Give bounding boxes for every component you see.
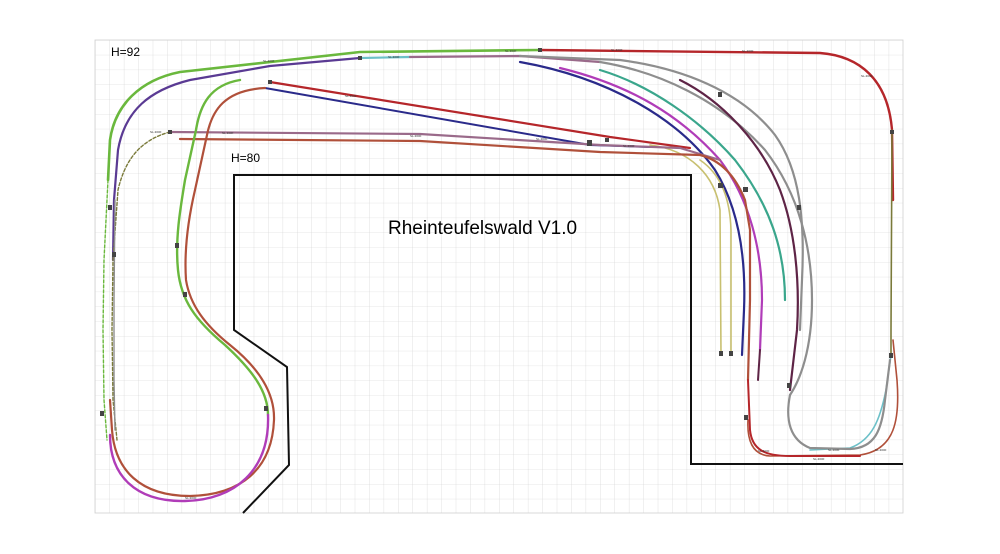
turnout-marker [890,130,894,134]
segment-tag: SL-300F [828,448,840,452]
turnout-marker [108,205,112,210]
segment-tag: SL-300F [222,131,234,135]
turnout-marker [605,138,609,142]
turnout-marker [112,252,116,257]
track-layer [102,48,899,503]
track-gray-bottom-right [787,358,892,451]
turnout-marker [787,383,791,388]
layout-title: Rheinteufelswald V1.0 [388,218,577,239]
segment-tag: SL-300F [150,130,162,134]
level-label-upper: H=92 [111,45,140,59]
segment-tag: SL-300F [861,74,873,78]
segment-tag: SL-300F [875,448,887,452]
track-brown-right-curve [747,339,899,457]
track-brown-inner-loop [108,86,276,498]
turnout-marker [743,187,748,192]
turnout-marker [889,353,893,358]
track-purple-outer [111,56,362,262]
segment-tags: SL-300F SL-300F SL-300F SL-300F SL-300F … [150,48,887,500]
track-wine-arc [678,78,799,392]
track-green-left-vertical [102,179,109,441]
turnout-marker [587,140,592,146]
turnout-marker [268,80,272,84]
segment-tag: SL-300F [742,49,754,53]
segment-tag: SL-300F [388,55,400,59]
segment-tag: SL-300F [611,48,623,52]
track-navy-arc [518,60,746,357]
turnout-marker [729,351,733,356]
level-label-lower: H=80 [231,151,260,165]
turnout-marker [744,415,748,420]
room-outline [233,174,903,514]
turnout-marker [183,292,187,297]
turnout-marker [797,205,801,210]
turnout-marker [168,130,172,134]
track-gray-top-arc [518,54,804,332]
turnout-marker [264,406,268,411]
track-green-outer-top [106,48,542,182]
segment-tag: SL-300F [813,457,825,461]
turnout-marker [538,48,542,52]
segment-tag: SL-300F [263,59,275,63]
segment-tag: SL-300F [345,94,357,98]
track-red-outer [538,48,895,202]
track-magenta-bottom-loop [108,413,270,503]
track-mauve-horizontal [168,130,722,162]
segment-tag: SL-300F [758,449,770,453]
segment-tag: SL-300F [536,137,548,141]
track-gray-mid-arc [598,60,814,397]
track-olive-left-inner [111,131,171,441]
turnout-marker [175,243,179,248]
turnout-marker [719,351,723,356]
segment-tag: SL-300F [623,144,635,148]
turnout-marker [718,183,723,188]
turnout-marker [358,56,362,60]
track-red-bottom-right [747,379,861,457]
track-teal-arc [598,68,787,302]
turnout-markers [100,48,894,420]
track-khaki-station-2 [699,159,732,356]
track-red-inner-diagonal [268,80,692,150]
track-gray-left-loop [113,199,116,431]
track-cyan-top [358,55,412,60]
track-wine-bottom-right [757,349,761,381]
segment-tag: SL-300F [505,49,517,53]
turnout-marker [100,411,104,416]
track-green-inner-loop [175,78,270,417]
turnout-marker [718,92,722,97]
track-brown-horizontal [178,137,752,382]
segment-tag: SL-300F [185,496,197,500]
segment-tag: SL-300F [410,134,422,138]
track-olive-right-vertical [890,129,893,356]
